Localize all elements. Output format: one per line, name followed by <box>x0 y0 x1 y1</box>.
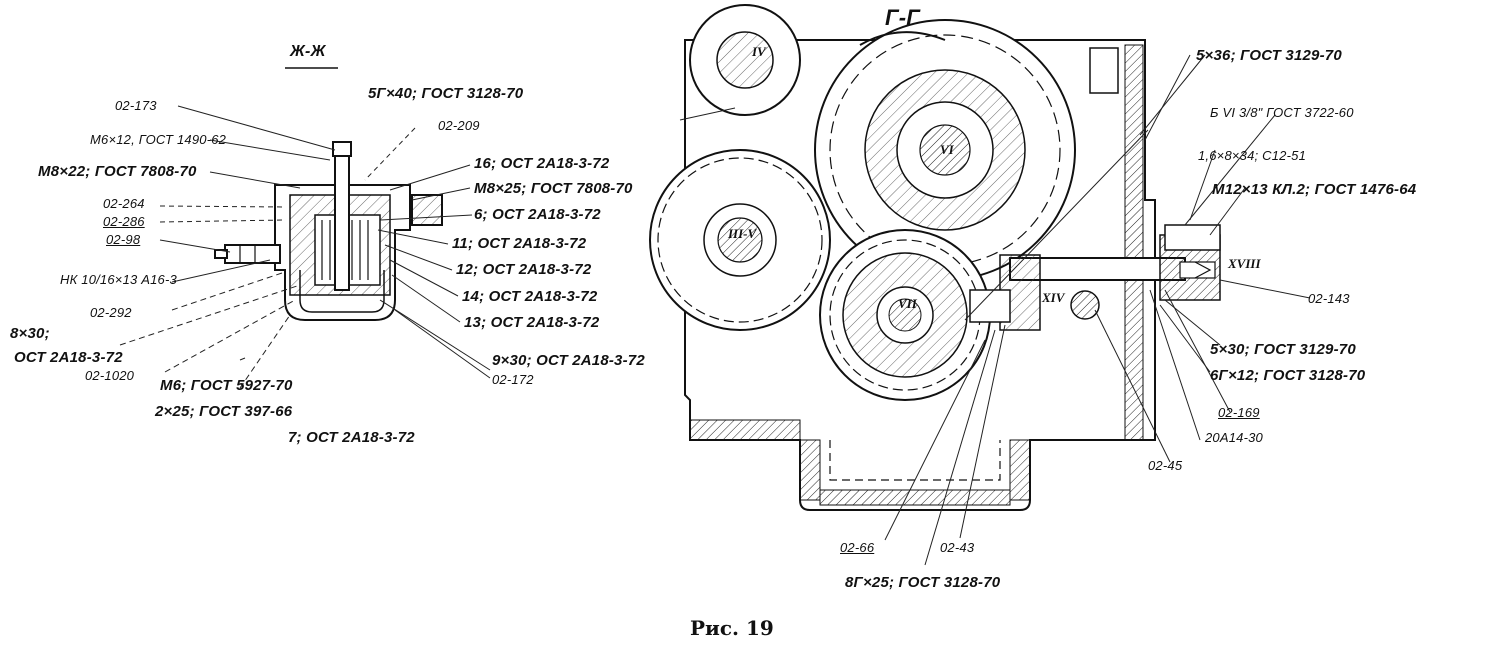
label-ost2a18-3-72: ОСТ 2А18-3-72 <box>14 349 123 366</box>
label-02-209: 02-209 <box>438 118 480 133</box>
label-12-ost2a18: 12; ОСТ 2А18-3-72 <box>456 261 592 278</box>
shaft-mark-vi: VI <box>940 142 954 157</box>
label-02-43: 02-43 <box>940 540 975 555</box>
label-02-169: 02-169 <box>1218 405 1260 420</box>
label-m8x25-gost7808: М8×25; ГОСТ 7808-70 <box>474 180 633 197</box>
label-2x25-gost397: 2×25; ГОСТ 397-66 <box>155 403 293 420</box>
label-m8x22-gost7808: М8×22; ГОСТ 7808-70 <box>38 163 197 180</box>
right-title-arc <box>859 31 946 46</box>
label-02-1020: 02-1020 <box>85 368 135 383</box>
label-m12x13-gost1476: М12×13 КЛ.2; ГОСТ 1476-64 <box>1212 181 1417 198</box>
label-7-ost2a18: 7; ОСТ 2А18-3-72 <box>288 429 415 446</box>
label-02-143: 02-143 <box>1308 291 1350 306</box>
label-8x30: 8×30; <box>10 325 50 342</box>
label-02-45: 02-45 <box>1148 458 1183 473</box>
label-02-98: 02-98 <box>106 232 141 247</box>
label-5x30-gost3129: 5×30; ГОСТ 3129-70 <box>1210 341 1356 358</box>
figure-caption: Рис. 19 <box>690 616 774 640</box>
label-02-172: 02-172 <box>492 372 534 387</box>
label-bvi-gost3722: Б VI 3/8" ГОСТ 3722-60 <box>1210 105 1354 120</box>
label-11-ost2a18: 11; ОСТ 2А18-3-72 <box>452 235 587 252</box>
label-5g40-gost3128: 5Г×40; ГОСТ 3128-70 <box>368 85 524 102</box>
left-section-assembly <box>214 141 443 321</box>
label-02-173: 02-173 <box>115 98 157 113</box>
label-14-ost2a18: 14; ОСТ 2А18-3-72 <box>462 288 598 305</box>
section-title-zh: Ж-Ж <box>290 43 326 60</box>
label-1-6x8x34-c12: 1,6×8×34; С12-51 <box>1198 148 1307 163</box>
label-02-286: 02-286 <box>103 214 145 229</box>
shaft-mark-iv: IV <box>752 44 766 59</box>
shaft-mark-xiv: XIV <box>1042 290 1065 305</box>
left-leader-lines <box>119 105 491 389</box>
label-9x30-ost2a18: 9×30; ОСТ 2А18-3-72 <box>492 352 645 369</box>
section-title-gg: Г-Г <box>885 5 920 30</box>
label-02-264: 02-264 <box>103 196 145 211</box>
right-leader-lines <box>679 54 1311 566</box>
label-5x36-gost3129: 5×36; ГОСТ 3129-70 <box>1196 47 1342 64</box>
label-m6x12-gost1490: М6×12, ГОСТ 1490-62 <box>90 132 227 147</box>
label-hk-a16-3: НК 10/16×13 А16-3 <box>60 272 177 287</box>
label-02-66: 02-66 <box>840 540 875 555</box>
label-6gx12-gost3128: 6Г×12; ГОСТ 3128-70 <box>1210 367 1366 384</box>
label-m6-gost5927: М6; ГОСТ 5927-70 <box>160 377 293 394</box>
label-6-ost2a18: 6; ОСТ 2А18-3-72 <box>474 206 601 223</box>
shaft-mark-xviii: XVIII <box>1228 256 1261 271</box>
label-13-ost2a18: 13; ОСТ 2А18-3-72 <box>464 314 600 331</box>
label-20a14-30: 20А14-30 <box>1205 430 1263 445</box>
label-8gx25-gost3128: 8Г×25; ГОСТ 3128-70 <box>845 574 1001 591</box>
shaft-mark-iii-v: III-V <box>728 226 757 241</box>
shaft-mark-vii: VII <box>898 296 917 311</box>
label-02-292: 02-292 <box>90 305 132 320</box>
gear-wheels <box>649 4 1100 401</box>
label-16-ost2a18: 16; ОСТ 2А18-3-72 <box>474 155 610 172</box>
